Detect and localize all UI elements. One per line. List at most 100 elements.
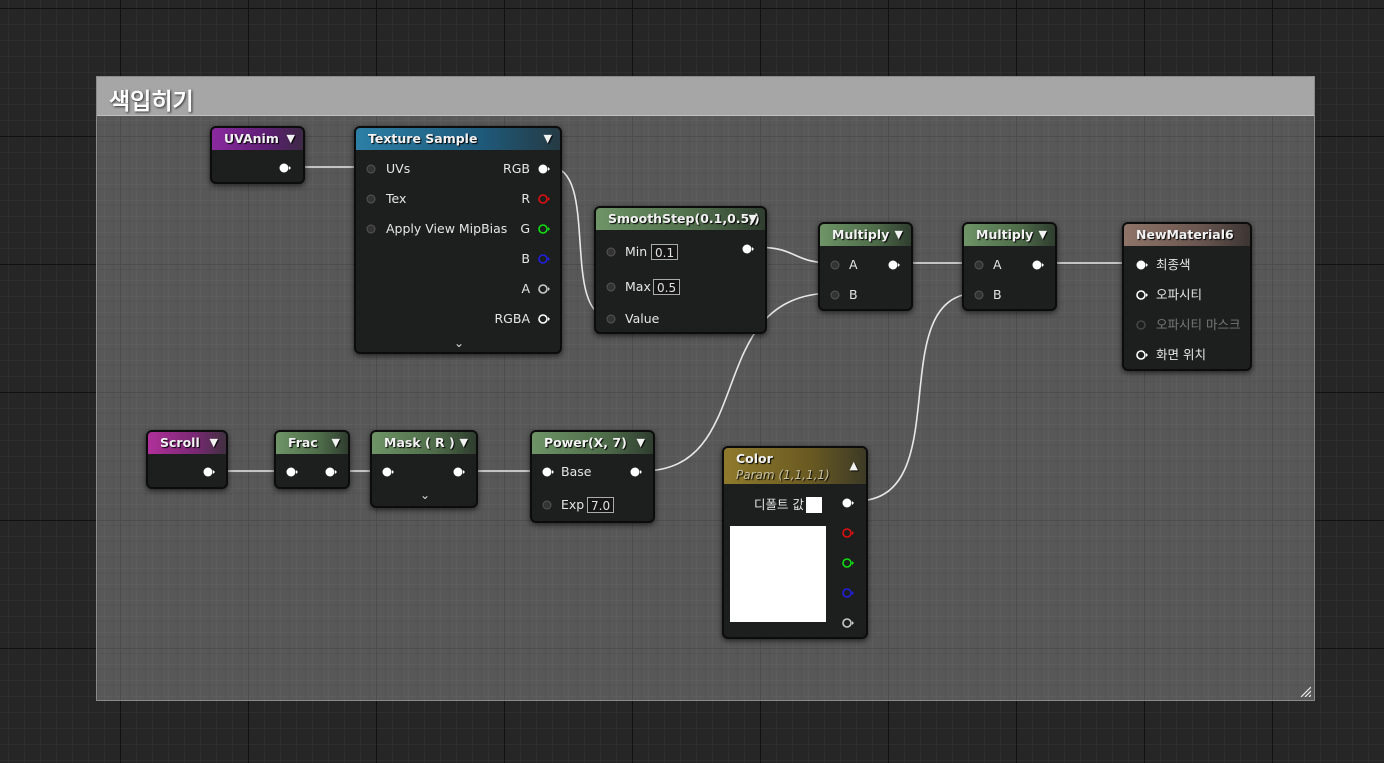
uvanim-output-pin[interactable] <box>279 163 291 173</box>
material-node-title: NewMaterial6 <box>1136 227 1234 242</box>
rgba-output-label: RGBA <box>494 311 531 326</box>
value-input-pin[interactable] <box>606 314 618 324</box>
power-output-pin[interactable] <box>630 467 642 477</box>
scroll-node-header[interactable]: Scroll ▼ <box>148 432 226 454</box>
uvanim-node-header[interactable]: UVAnim ▼ <box>212 128 303 150</box>
color-node-header[interactable]: Color Param (1,1,1,1) ▲ <box>724 448 866 484</box>
power-node-header[interactable]: Power(X, 7) ▼ <box>532 432 653 454</box>
chevron-down-icon[interactable]: ⌄ <box>454 336 465 350</box>
mask-output-pin[interactable] <box>453 467 465 477</box>
color-param-node[interactable]: Color Param (1,1,1,1) ▲ 디폴트 값 <box>722 446 868 639</box>
exp-input-label: Exp <box>561 497 585 512</box>
multiply-node-1-header[interactable]: Multiply ▼ <box>820 224 911 246</box>
multiply-2-output-pin[interactable] <box>1032 260 1044 270</box>
mask-node-header[interactable]: Mask ( R ) ▼ <box>372 432 476 454</box>
multiply-node-1[interactable]: Multiply ▼ A B <box>818 222 913 311</box>
mask-node[interactable]: Mask ( R ) ▼ ⌄ <box>370 430 478 508</box>
multiply-node-2-header[interactable]: Multiply ▼ <box>964 224 1055 246</box>
b-output-pin[interactable] <box>538 254 550 264</box>
power-node-title: Power(X, 7) <box>544 435 627 450</box>
base-input-pin[interactable] <box>542 467 554 477</box>
default-value-label: 디폴트 값 <box>754 497 804 512</box>
uvs-input-label: UVs <box>386 161 411 176</box>
tex-input-pin[interactable] <box>366 194 378 204</box>
default-color-swatch[interactable] <box>806 497 822 513</box>
min-value-field[interactable]: 0.1 <box>651 244 679 260</box>
multiply-1-b-input-pin[interactable] <box>830 290 842 300</box>
frac-output-pin[interactable] <box>325 467 337 477</box>
screen-position-input-pin[interactable] <box>1136 350 1148 360</box>
frac-input-pin[interactable] <box>286 467 298 477</box>
mipbias-input-pin[interactable] <box>366 224 378 234</box>
chevron-down-icon[interactable]: ▼ <box>459 436 468 449</box>
frac-node-header[interactable]: Frac ▼ <box>276 432 348 454</box>
min-input-pin[interactable] <box>606 247 618 257</box>
max-input-label: Max <box>625 279 651 294</box>
chevron-down-icon[interactable]: ▼ <box>894 228 903 241</box>
color-g-output-pin[interactable] <box>842 558 854 568</box>
opacity-input-pin[interactable] <box>1136 290 1148 300</box>
multiply-1-a-label: A <box>849 257 858 272</box>
resize-grip-icon[interactable] <box>1299 685 1311 697</box>
color-node-title: Color <box>736 451 773 466</box>
multiply-node-2[interactable]: Multiply ▼ A B <box>962 222 1057 311</box>
material-output-node[interactable]: NewMaterial6 최종색 오파시티 오파시티 마스크 화면 위치 <box>1122 222 1252 371</box>
multiply-1-b-label: B <box>849 287 858 302</box>
uvanim-node[interactable]: UVAnim ▼ <box>210 126 305 184</box>
frac-node[interactable]: Frac ▼ <box>274 430 350 489</box>
chevron-up-icon[interactable]: ▲ <box>849 459 858 472</box>
scroll-output-pin[interactable] <box>203 467 215 477</box>
exp-input-pin[interactable] <box>542 500 554 510</box>
multiply-node-2-title: Multiply <box>976 227 1034 242</box>
uvanim-node-title: UVAnim <box>224 131 279 146</box>
final-color-input-pin[interactable] <box>1136 260 1148 270</box>
rgb-output-pin[interactable] <box>538 164 550 174</box>
exp-value-field[interactable]: 7.0 <box>587 497 615 513</box>
multiply-2-a-input-pin[interactable] <box>974 260 986 270</box>
chevron-down-icon[interactable]: ▼ <box>331 436 340 449</box>
max-value-field[interactable]: 0.5 <box>653 279 681 295</box>
g-output-label: G <box>520 221 530 236</box>
scroll-node[interactable]: Scroll ▼ <box>146 430 228 489</box>
multiply-2-b-input-pin[interactable] <box>974 290 986 300</box>
scroll-node-title: Scroll <box>160 435 200 450</box>
comment-title[interactable]: 색입히기 <box>109 89 194 115</box>
texture-sample-node-header[interactable]: Texture Sample ▼ <box>356 128 560 150</box>
texture-sample-node[interactable]: Texture Sample ▼ UVs Tex Apply View MipB… <box>354 126 562 354</box>
screen-position-label: 화면 위치 <box>1156 347 1206 362</box>
opacity-mask-label: 오파시티 마스크 <box>1156 317 1241 332</box>
color-a-output-pin[interactable] <box>842 618 854 628</box>
rgba-output-pin[interactable] <box>538 314 550 324</box>
color-preview-swatch[interactable] <box>730 526 826 622</box>
power-node[interactable]: Power(X, 7) ▼ Base Exp 7.0 <box>530 430 655 523</box>
chevron-down-icon[interactable]: ▼ <box>636 436 645 449</box>
chevron-down-icon[interactable]: ▼ <box>209 436 218 449</box>
max-input-pin[interactable] <box>606 282 618 292</box>
color-r-output-pin[interactable] <box>842 528 854 538</box>
multiply-1-a-input-pin[interactable] <box>830 260 842 270</box>
chevron-down-icon[interactable]: ▼ <box>286 132 295 145</box>
base-input-label: Base <box>561 464 592 479</box>
frac-node-title: Frac <box>288 435 318 450</box>
comment-title-bar[interactable]: 색입히기 <box>97 77 1314 116</box>
g-output-pin[interactable] <box>538 224 550 234</box>
a-output-pin[interactable] <box>538 284 550 294</box>
tex-input-label: Tex <box>386 191 407 206</box>
mask-input-pin[interactable] <box>382 467 394 477</box>
chevron-down-icon[interactable]: ▼ <box>1038 228 1047 241</box>
chevron-down-icon[interactable]: ▼ <box>748 212 757 225</box>
color-b-output-pin[interactable] <box>842 588 854 598</box>
material-node-header[interactable]: NewMaterial6 <box>1124 224 1250 246</box>
multiply-2-b-label: B <box>993 287 1002 302</box>
chevron-down-icon[interactable]: ▼ <box>543 132 552 145</box>
smoothstep-node[interactable]: SmoothStep(0.1,0.5,) ▼ Min 0.1 Max 0.5 V… <box>594 206 767 334</box>
color-rgb-output-pin[interactable] <box>842 498 854 508</box>
smoothstep-node-header[interactable]: SmoothStep(0.1,0.5,) ▼ <box>596 208 765 230</box>
min-input-label: Min <box>625 244 648 259</box>
opacity-mask-input-pin <box>1136 320 1146 330</box>
r-output-pin[interactable] <box>538 194 550 204</box>
chevron-down-icon[interactable]: ⌄ <box>420 488 431 502</box>
smoothstep-output-pin[interactable] <box>742 244 754 254</box>
uvs-input-pin[interactable] <box>366 164 378 174</box>
multiply-1-output-pin[interactable] <box>888 260 900 270</box>
